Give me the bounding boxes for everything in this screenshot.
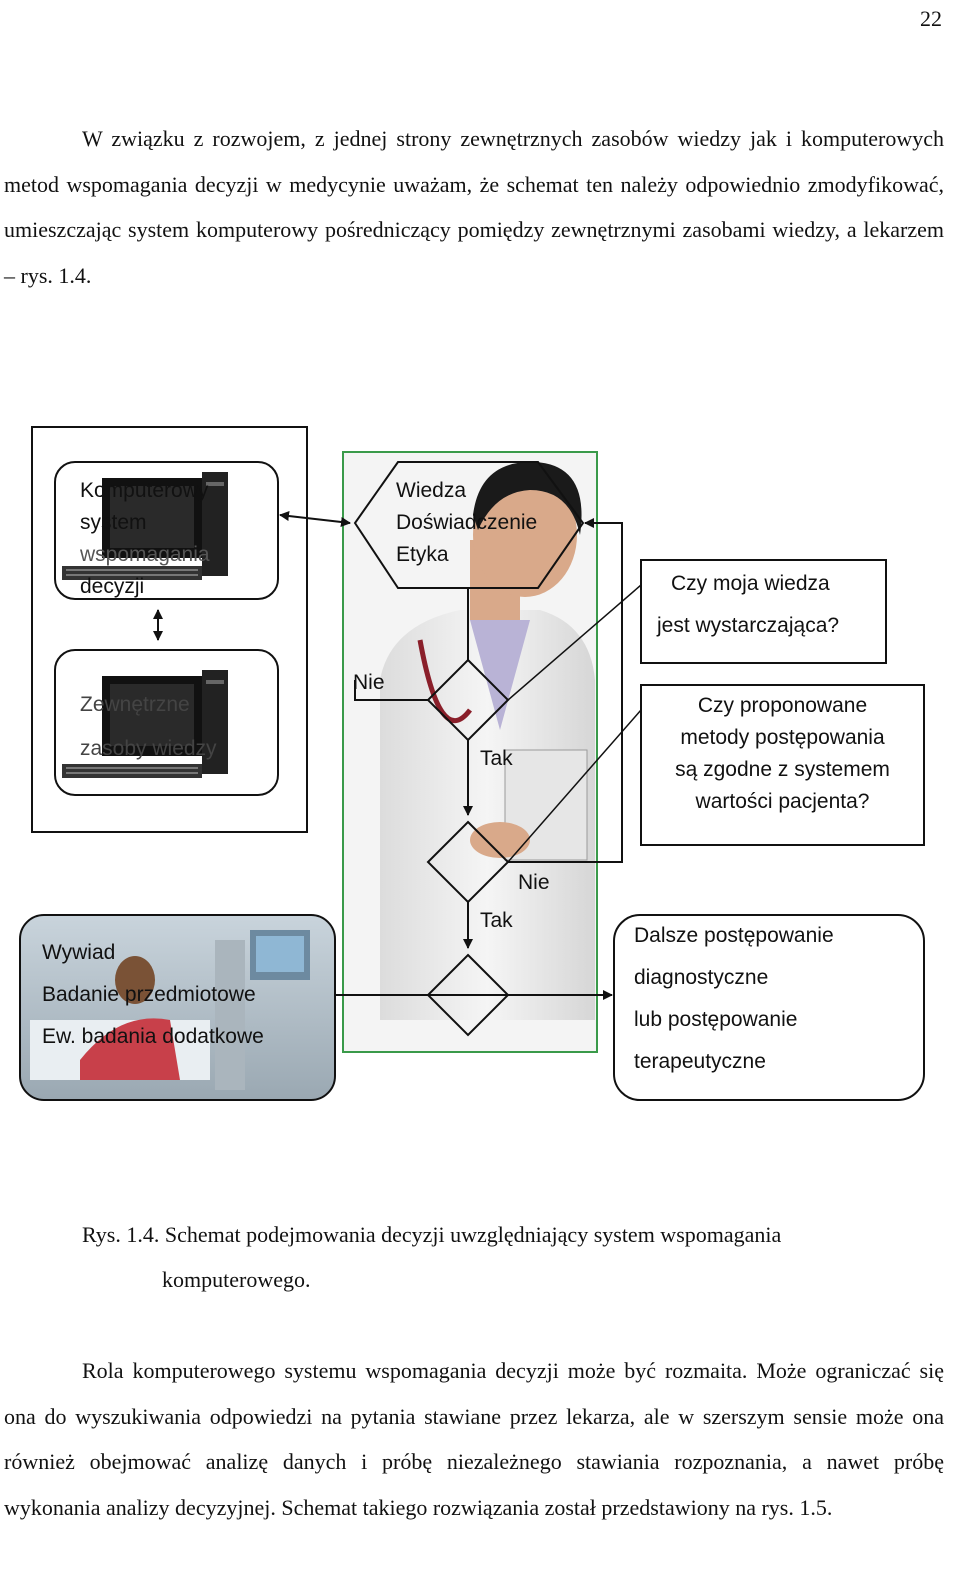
outcome-line3: lub postępowanie (634, 1008, 798, 1031)
paragraph-role: Rola komputerowego systemu wspomagania d… (4, 1358, 944, 1520)
caption-line1: Rys. 1.4. Schemat podejmowania decyzji u… (82, 1222, 782, 1247)
computer-systems-frame (31, 426, 308, 833)
question2-line3: są zgodne z systemem (675, 758, 890, 781)
question2-line1: Czy proponowane (697, 694, 868, 717)
external-label-1: Zewnętrzne (80, 693, 190, 716)
question2-line2: metody postępowania (680, 726, 885, 749)
decision-diamond-3 (426, 953, 510, 1037)
outcome-box (613, 914, 925, 1101)
outcome-line1: Dalsze postępowanie (634, 924, 834, 947)
no-label-2: Nie (518, 871, 550, 894)
question2-pointer (507, 709, 642, 863)
question1-line1: Czy moja wiedza (671, 572, 830, 595)
outcome-line2: diagnostyczne (634, 966, 769, 989)
figure-caption: Rys. 1.4. Schemat podejmowania decyzji u… (82, 1212, 942, 1302)
patient-line3: Ew. badania dodatkowe (42, 1025, 264, 1048)
question1-box (640, 559, 887, 664)
yes-label-1: Tak (480, 747, 513, 770)
page-number: 22 (920, 6, 942, 31)
patient-illustration (30, 930, 310, 1090)
question1-line2: jest wystarczająca? (657, 614, 840, 637)
computer-icon (62, 670, 228, 778)
knowledge-label: Wiedza (396, 479, 467, 502)
scheme-drawing (19, 426, 925, 1101)
decision-scheme-figure: Komputerowy system wspomagania decyzji Z… (0, 420, 960, 1120)
knowledge-pentagon (353, 461, 585, 589)
cdss-label-3: wspomagania (80, 543, 210, 566)
no-label-1: Nie (353, 671, 385, 694)
nie-loop-1 (354, 680, 428, 701)
paragraph-intro: W związku z rozwojem, z jednej strony ze… (4, 126, 944, 288)
nie-loop-2 (508, 518, 623, 863)
question2-box (640, 684, 925, 846)
cdss-label-2: system (80, 511, 147, 534)
cdss-label-1: Komputerowy (80, 479, 209, 502)
arrow-to-cdss (279, 511, 351, 527)
experience-label: Doświadczenie (396, 511, 538, 534)
computer-icon (62, 472, 228, 580)
question1-pointer (507, 584, 642, 701)
ethics-label: Etyka (396, 543, 449, 566)
patient-line1: Wywiad (42, 941, 116, 964)
cdss-label-4: decyzji (80, 575, 145, 598)
doctor-illustration (380, 461, 595, 1020)
outcome-line4: terapeutyczne (634, 1050, 766, 1073)
caption-line2: komputerowego. (162, 1267, 311, 1292)
question2-line4: wartości pacjenta? (695, 790, 870, 813)
yes-label-2: Tak (480, 909, 513, 932)
patient-line2: Badanie przedmiotowe (42, 983, 256, 1006)
external-label-2: zasoby wiedzy (80, 737, 217, 760)
